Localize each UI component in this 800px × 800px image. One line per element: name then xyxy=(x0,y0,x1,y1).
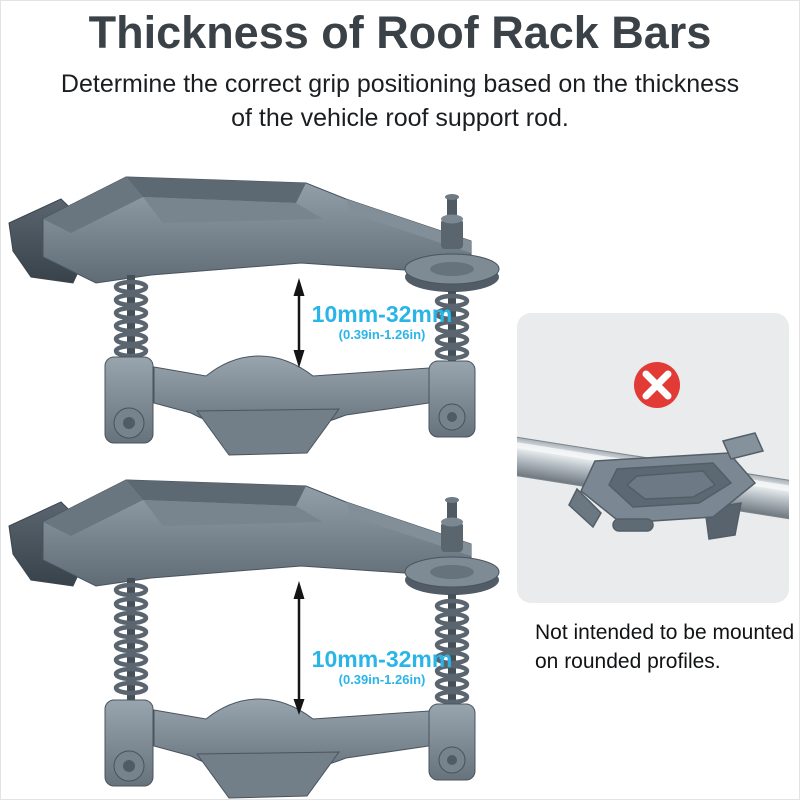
gap-arrow-icon xyxy=(293,581,305,715)
warning-note: Not intended to be mounted on rounded pr… xyxy=(535,618,797,676)
prohibited-x-icon xyxy=(634,362,680,408)
warning-note-line-1: Not intended to be mounted xyxy=(535,621,795,644)
clamp-gap-figure-2: 10mm-32mm (0.39in-1.26in) xyxy=(1,464,511,799)
misfit-clamp xyxy=(568,432,765,540)
page-subtitle: Determine the correct grip positioning b… xyxy=(1,67,799,135)
clamp-illustration-1 xyxy=(8,176,500,456)
page-title: Thickness of Roof Rack Bars xyxy=(88,7,712,58)
page-subtitle-line-2: of the vehicle roof support rod. xyxy=(231,104,569,132)
gap-arrow-icon xyxy=(293,278,305,368)
warning-note-line-2: on rounded profiles. xyxy=(535,650,721,673)
page-subtitle-line-1: Determine the correct grip positioning b… xyxy=(60,70,740,98)
clamp-gap-figure-1: 10mm-32mm (0.39in-1.26in) xyxy=(1,161,511,463)
clamp-illustration-2 xyxy=(8,479,500,799)
spring-coils xyxy=(113,578,470,706)
warning-panel xyxy=(517,313,789,603)
round-bar-illustration xyxy=(517,362,789,540)
spring-coils xyxy=(113,275,470,367)
